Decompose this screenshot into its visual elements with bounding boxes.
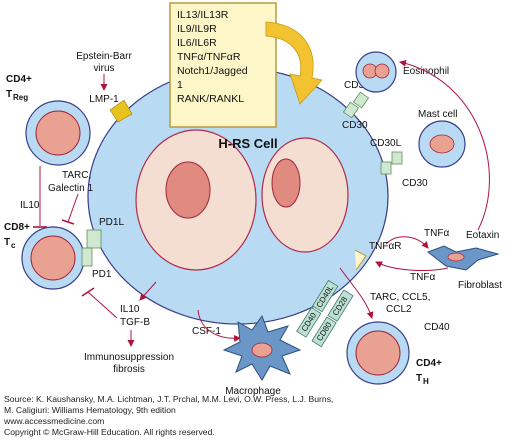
tnfa-bottom-arrow <box>375 261 449 271</box>
receptor-line-3: IL6/IL6R <box>177 37 217 49</box>
eotaxin-arrow <box>399 59 490 231</box>
immunosuppression-label-2: fibrosis <box>113 364 145 375</box>
receptor-line-7: RANK/RANKL <box>177 93 244 105</box>
caption-line-4: Copyright © McGraw-Hill Education. All r… <box>4 427 215 437</box>
pd1-receptor <box>81 247 93 267</box>
hrs-left-nucleolus <box>165 161 211 219</box>
mast-cell-nucleus <box>429 134 455 154</box>
cd8-tc-sub: c <box>11 241 16 250</box>
cd30l-mid-label: CD30L <box>370 138 402 149</box>
eotaxin-label: Eotaxin <box>466 230 499 241</box>
cd30-top-receptor <box>342 101 360 119</box>
receptor-box <box>169 2 277 128</box>
il10-left-label: IL10 <box>20 200 40 211</box>
cd30-mid-label: CD30 <box>402 178 428 189</box>
tarc-ccl5-label-2: CCL2 <box>386 304 412 315</box>
tarc-ccl5-label-1: TARC, CCL5, <box>370 292 430 303</box>
epstein-barr-label-2: virus <box>93 63 114 74</box>
mast-cell-label: Mast cell <box>418 109 457 120</box>
tnfa-top-label: TNFα <box>424 228 449 239</box>
cd8-tc-nucleus <box>30 235 76 281</box>
tgfb-to-cd8-line <box>87 291 118 319</box>
tarc-ccl5-arrow <box>339 267 374 319</box>
fibroblast-label: Fibroblast <box>458 280 502 291</box>
tnfar-receptor <box>354 249 367 271</box>
cd4-treg-t: T <box>6 89 12 100</box>
il10-bottom-label: IL10 <box>120 304 140 315</box>
cd8-tc-label: CD8+ <box>4 222 30 233</box>
tnfar-label: TNFαR <box>369 241 401 252</box>
epstein-barr-label-1: Epstein-Barr <box>76 51 132 62</box>
cd30-mid-receptor <box>380 161 392 175</box>
fibroblast-nucleus <box>447 252 465 262</box>
lmp1-label: LMP-1 <box>89 94 119 105</box>
receptor-line-6: 1 <box>177 79 183 91</box>
cd8-tc-t: T <box>4 237 10 248</box>
eosinophil-lobe-2 <box>374 63 390 79</box>
hrs-right-nucleolus <box>271 158 301 208</box>
tnfa-top-arrow <box>385 236 429 249</box>
macrophage-nucleus <box>251 342 273 358</box>
receptor-curved-arrow <box>265 21 323 105</box>
cd4-th-label: CD4+ <box>416 358 442 369</box>
caption-line-1: Source: K. Kaushansky, M.A. Lichtman, J.… <box>4 394 333 404</box>
cd4-th-t: T <box>416 373 422 384</box>
cd40l-receptor <box>312 279 339 313</box>
immunosuppression-label-1: Immunosuppression <box>84 352 174 363</box>
tarc-galectin-bar <box>61 219 75 225</box>
cd4-th-sub: H <box>423 377 429 386</box>
receptor-line-5: Notch1/Jagged <box>177 65 248 77</box>
lmp1-receptor <box>109 99 133 123</box>
cd40-receptor <box>296 306 322 338</box>
cd4-treg-label: CD4+ <box>6 74 32 85</box>
receptor-line-2: IL9/IL9R <box>177 23 217 35</box>
pd1-label: PD1 <box>92 269 112 280</box>
hrs-cell-label: H-RS Cell <box>218 136 277 151</box>
cd30l-top-label: CD30L <box>344 80 376 91</box>
cd80-receptor <box>311 316 337 348</box>
tgfb-label: TGF-B <box>120 317 150 328</box>
cd40-right-label: CD40 <box>424 322 450 333</box>
receptor-line-4: TNFα/TNFαR <box>177 51 241 63</box>
cd30-top-label: CD30 <box>342 120 368 131</box>
caption-line-2: M. Caligiuri: Williams Hematology, 9th e… <box>4 405 176 415</box>
csf1-arrow <box>197 309 241 343</box>
macrophage-label: Macrophage <box>225 386 281 397</box>
pd1l-label: PD1L <box>99 217 124 228</box>
cd4-treg-nucleus <box>35 110 81 156</box>
tnfa-bottom-label: TNFα <box>410 272 435 283</box>
pd1l-receptor <box>86 229 102 249</box>
il10-tgfb-arrow <box>139 281 157 301</box>
csf1-label: CSF-1 <box>192 326 221 337</box>
receptor-line-1: IL13/IL13R <box>177 9 229 21</box>
tgfb-to-cd8-bar <box>81 287 95 297</box>
cd4-treg-sub: Reg <box>13 93 28 102</box>
cd30l-mid-receptor <box>391 151 403 165</box>
caption-line-3: www.accessmedicine.com <box>3 416 104 426</box>
cd4-th-nucleus <box>355 330 401 376</box>
tarc-galectin-label-2: Galectin 1 <box>48 183 93 194</box>
cd30l-top-receptor <box>352 91 370 109</box>
cd28-receptor <box>327 289 354 322</box>
tarc-galectin-label-1: TARC, <box>62 170 91 181</box>
tarc-galectin-arrow <box>67 193 79 223</box>
